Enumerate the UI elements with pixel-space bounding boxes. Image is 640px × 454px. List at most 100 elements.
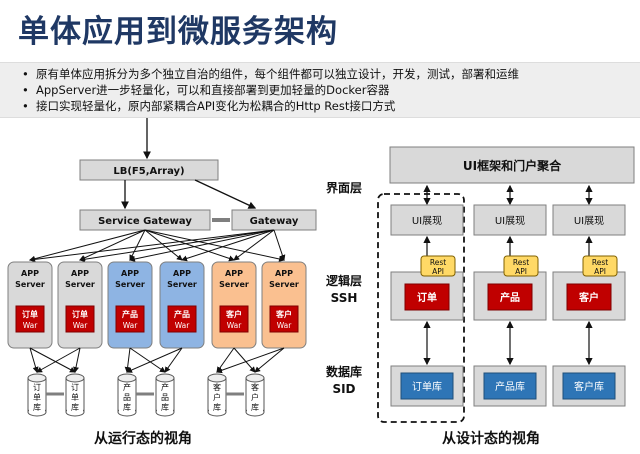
war-label: War [227, 321, 243, 330]
war-label: War [23, 321, 39, 330]
layer-sub-label: SSH [331, 291, 358, 305]
rest-api-tag [582, 255, 618, 277]
portal-label: UI框架和门户聚合 [463, 158, 562, 173]
db-label-char: 产 [161, 382, 169, 392]
war-label: War [175, 321, 191, 330]
ui-box [552, 204, 626, 236]
gateway-to-server-line [29, 229, 275, 263]
page-title: 单体应用到微服务架构 [18, 14, 338, 50]
bullet-item: 原有单体应用拆分为多个独立自治的组件，每个组件都可以独立设计，开发，测试，部署和… [22, 66, 640, 82]
db-label-char: 订 [33, 382, 41, 392]
db-label: 订单库 [412, 380, 442, 393]
api-label: API [594, 267, 606, 276]
war-name-label: 订单 [72, 309, 88, 319]
bullet-list: 原有单体应用拆分为多个独立自治的组件，每个组件都可以独立设计，开发，测试，部署和… [0, 62, 640, 118]
war-name-label: 客户 [225, 309, 242, 319]
war-box [15, 305, 45, 333]
gateway-to-server-line [273, 229, 286, 261]
db-label-char: 库 [251, 402, 259, 412]
app-server-label: APP [21, 269, 39, 278]
db-cylinder-top [245, 373, 265, 383]
war-name-label: 客户 [275, 309, 292, 319]
db-label-char: 库 [71, 402, 79, 412]
db-box [483, 372, 537, 400]
server-to-db-line [29, 347, 39, 373]
gateway-to-server-line [144, 229, 183, 261]
db-cylinder-top [27, 373, 47, 383]
war-name-label: 产品 [122, 309, 138, 319]
war-box [219, 305, 249, 333]
db-label-char: 库 [213, 402, 221, 412]
lb-to-gateway [194, 179, 257, 209]
db-cylinder-top [155, 373, 175, 383]
db-label-char: 品 [161, 393, 169, 402]
runtime-caption: 从运行态的视角 [94, 431, 192, 447]
db-label-char: 客 [213, 382, 221, 392]
layer-label: 数据库 [326, 364, 362, 379]
db-label-char: 单 [71, 392, 79, 402]
war-label: War [277, 321, 293, 330]
db-label-char: 产 [123, 382, 131, 392]
logic-label: 订单 [417, 291, 437, 304]
api-label: API [432, 267, 444, 276]
rest-api-tag [503, 255, 539, 277]
server-to-db-line [126, 347, 183, 373]
server-to-db-line [124, 347, 131, 373]
db-label-char: 订 [71, 382, 79, 392]
db-label-char: 户 [213, 392, 221, 402]
bullet-item: AppServer进一步轻量化，可以和直接部署到更加轻量的Docker容器 [22, 82, 640, 98]
db-cylinder-top [65, 373, 85, 383]
dashed-highlight [377, 193, 465, 423]
db-cylinder-fill [67, 378, 83, 411]
lb-label: LB(F5,Array) [113, 166, 184, 177]
db-label-char: 单 [33, 392, 41, 402]
app-server-label: Server [219, 280, 249, 289]
layer-label: 界面层 [326, 180, 362, 195]
rest-label: Rest [430, 258, 446, 267]
logic-box [487, 283, 533, 311]
war-label: War [73, 321, 89, 330]
layer-sub-label: SID [332, 382, 355, 396]
logic-box [566, 283, 612, 311]
gateway-to-server-line [29, 229, 146, 262]
war-name-label: 订单 [22, 309, 38, 319]
db-box [562, 372, 616, 400]
app-server-label: Server [269, 280, 299, 289]
db-cylinder-fill [247, 378, 263, 411]
gateway-to-server-line [181, 229, 275, 262]
server-to-db-line [233, 347, 256, 373]
service-gateway-label: Service Gateway [98, 216, 192, 227]
rest-api-tag [420, 255, 456, 277]
app-server-label: APP [71, 269, 89, 278]
ui-label: UI展现 [412, 215, 442, 227]
logic-label: 客户 [578, 291, 599, 304]
db-cylinder-fill [29, 378, 45, 411]
portal-box [389, 146, 635, 184]
war-box [115, 305, 145, 333]
db-label-char: 库 [123, 402, 131, 412]
gateway-to-server-line [129, 229, 275, 262]
app-server-label: Server [115, 280, 145, 289]
war-box [167, 305, 197, 333]
server-to-db-line [216, 347, 285, 374]
bullet-item: 接口实现轻量化，原内部紧耦合API变化为松耦合的Http Rest接口方式 [22, 98, 640, 114]
server-to-db-line [29, 347, 76, 373]
app-server-label: APP [173, 269, 191, 278]
design-caption: 从设计态的视角 [442, 431, 540, 447]
db-label-char: 库 [33, 402, 41, 412]
war-name-label: 产品 [174, 309, 190, 319]
db-cylinder-fill [119, 378, 135, 411]
gateway-to-server-line [129, 229, 146, 261]
app-server-label: Server [65, 280, 95, 289]
rest-label: Rest [592, 258, 608, 267]
app-server-label: APP [225, 269, 243, 278]
db-cylinder-top [207, 373, 227, 383]
db-label: 客户库 [574, 380, 604, 393]
ui-box [473, 204, 547, 236]
db-cylinder-fill [209, 378, 225, 411]
gateway-to-server-line [144, 229, 235, 262]
db-box [400, 372, 454, 400]
gateway-to-server-line [233, 229, 275, 261]
rest-label: Rest [513, 258, 529, 267]
